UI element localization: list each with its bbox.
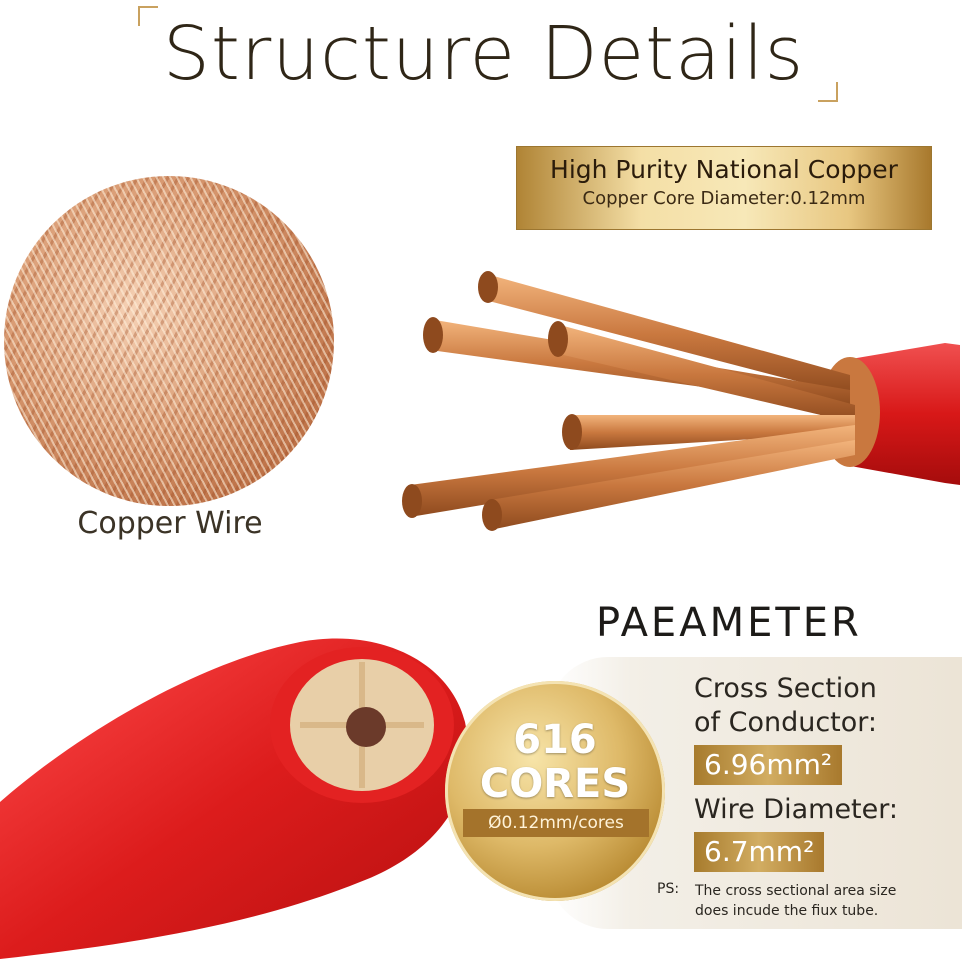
cross-section-value: 6.96mm²	[694, 745, 843, 785]
copper-wire-label: Copper Wire	[77, 506, 263, 541]
wire-diameter-value: 6.7mm²	[694, 832, 825, 872]
wire-diameter-label: Wire Diameter:	[694, 794, 898, 825]
page-title: Structure Details	[162, 11, 805, 97]
cores-count: 616	[513, 717, 597, 763]
parameter-heading: PAEAMETER	[596, 600, 862, 646]
title-bracket-bottom-right	[818, 82, 838, 102]
cores-coin-badge: 616 CORES Ø0.12mm/cores	[445, 681, 665, 901]
copper-box-title: High Purity National Copper	[550, 155, 898, 184]
core-diameter-label: Ø0.12mm/cores	[463, 809, 649, 837]
stripped-cable-image	[402, 271, 960, 531]
cross-section-label-line1: Cross Section	[694, 673, 877, 704]
ps-label: PS:	[657, 881, 680, 897]
ps-note: The cross sectional area size does incud…	[695, 883, 897, 919]
cable-cross-section-image	[0, 638, 469, 959]
cores-unit: CORES	[479, 761, 631, 807]
title-bracket-top-left	[138, 6, 158, 26]
cross-section-label-line2: of Conductor:	[694, 707, 878, 738]
copper-box-subtitle: Copper Core Diameter:0.12mm	[582, 188, 866, 209]
copper-wire-closeup-image	[4, 176, 334, 506]
copper-info-box: High Purity National Copper Copper Core …	[516, 146, 932, 230]
